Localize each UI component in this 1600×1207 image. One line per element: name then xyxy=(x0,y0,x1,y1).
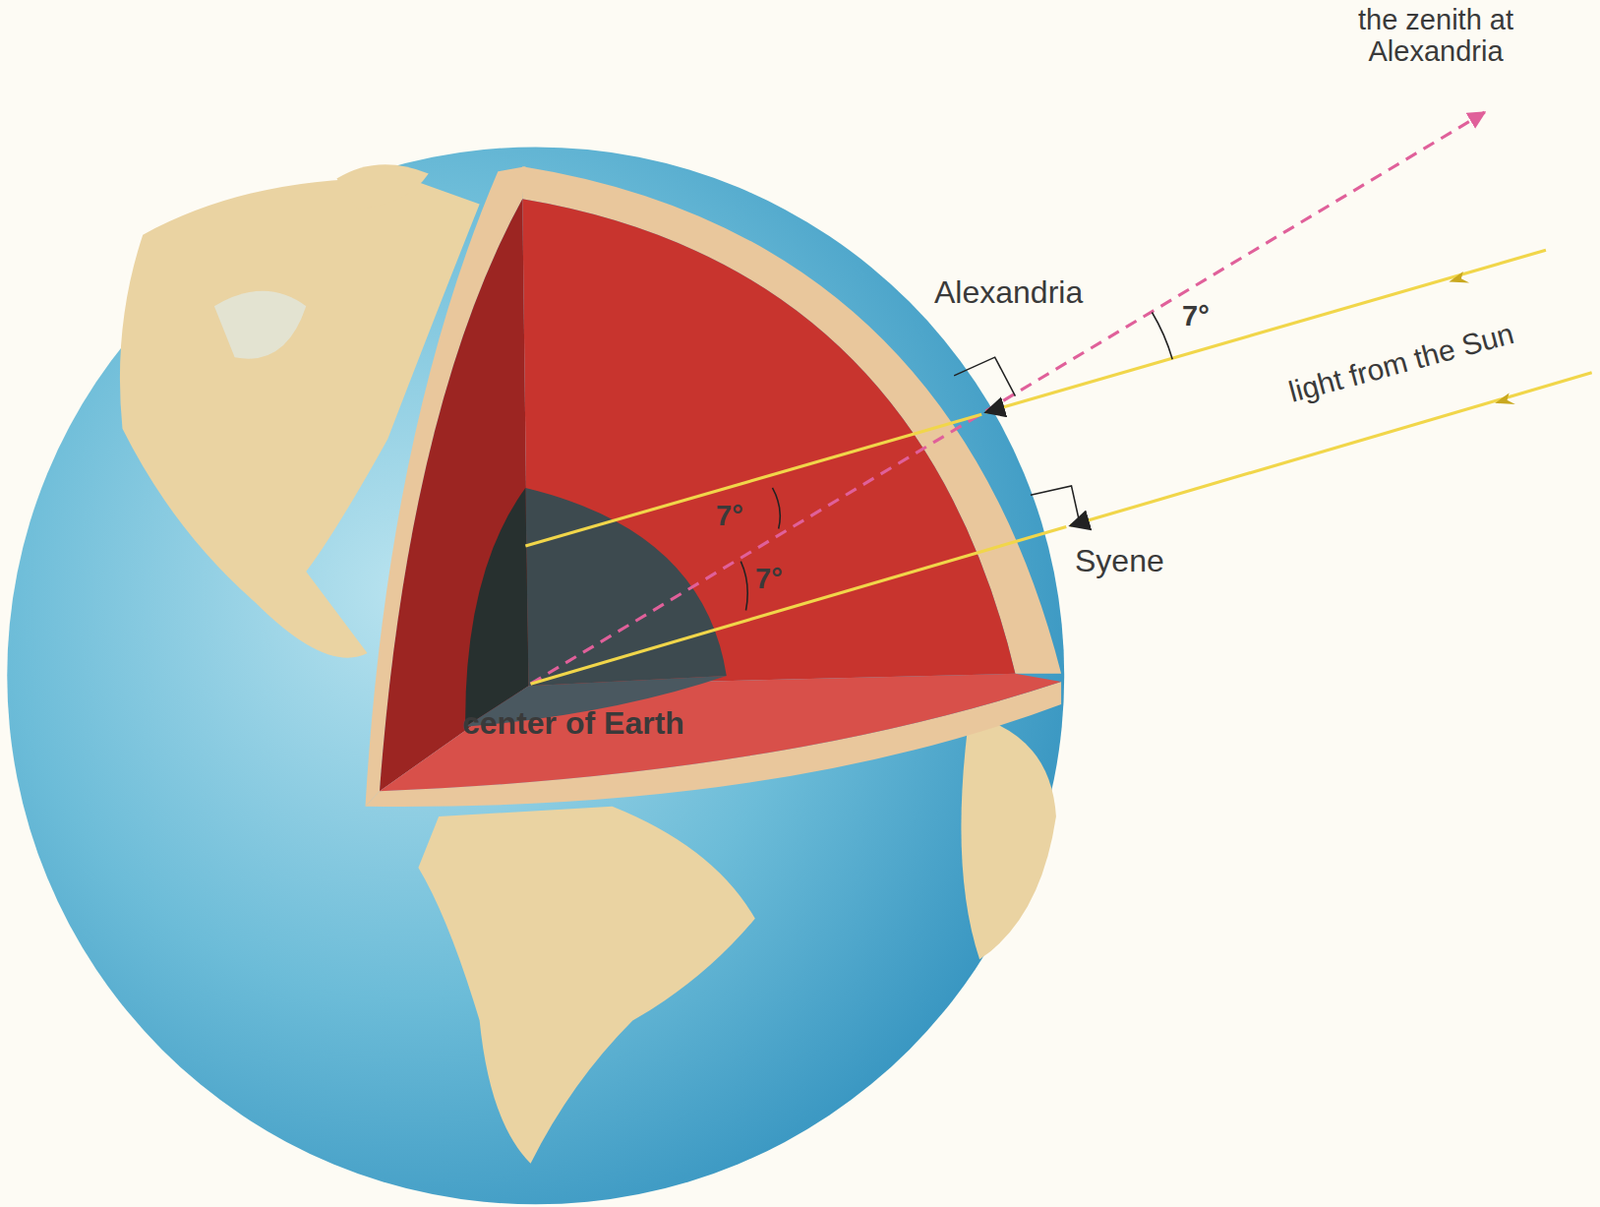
place-label: Syene xyxy=(1074,543,1165,580)
ray-label: light from the Sun xyxy=(1226,300,1577,425)
right-angle xyxy=(953,356,1015,396)
core xyxy=(465,487,529,727)
south-america xyxy=(417,806,755,1164)
sun-ray xyxy=(531,526,1067,684)
sun-ray xyxy=(525,414,982,546)
greenland xyxy=(336,164,428,210)
ray-arrow xyxy=(1448,271,1470,283)
angle-arc xyxy=(1151,312,1173,360)
angle-label: 7° xyxy=(1182,299,1210,332)
angle-label: 7° xyxy=(715,499,744,532)
angle-arc xyxy=(771,487,780,530)
angle-arc xyxy=(740,561,748,611)
zenith-label: the zenith at Alexandria xyxy=(1312,3,1559,68)
ice xyxy=(214,291,306,359)
globe xyxy=(6,146,1065,1204)
right-angle xyxy=(1030,485,1080,523)
zenith-line xyxy=(531,112,1485,684)
africa xyxy=(960,713,1056,959)
earth-figure xyxy=(6,112,1592,1204)
angle-label: 7° xyxy=(755,562,783,594)
place-label: Alexandria xyxy=(934,275,1083,311)
ray-arrow xyxy=(1494,392,1516,404)
center-label: center of Earth xyxy=(462,706,685,742)
